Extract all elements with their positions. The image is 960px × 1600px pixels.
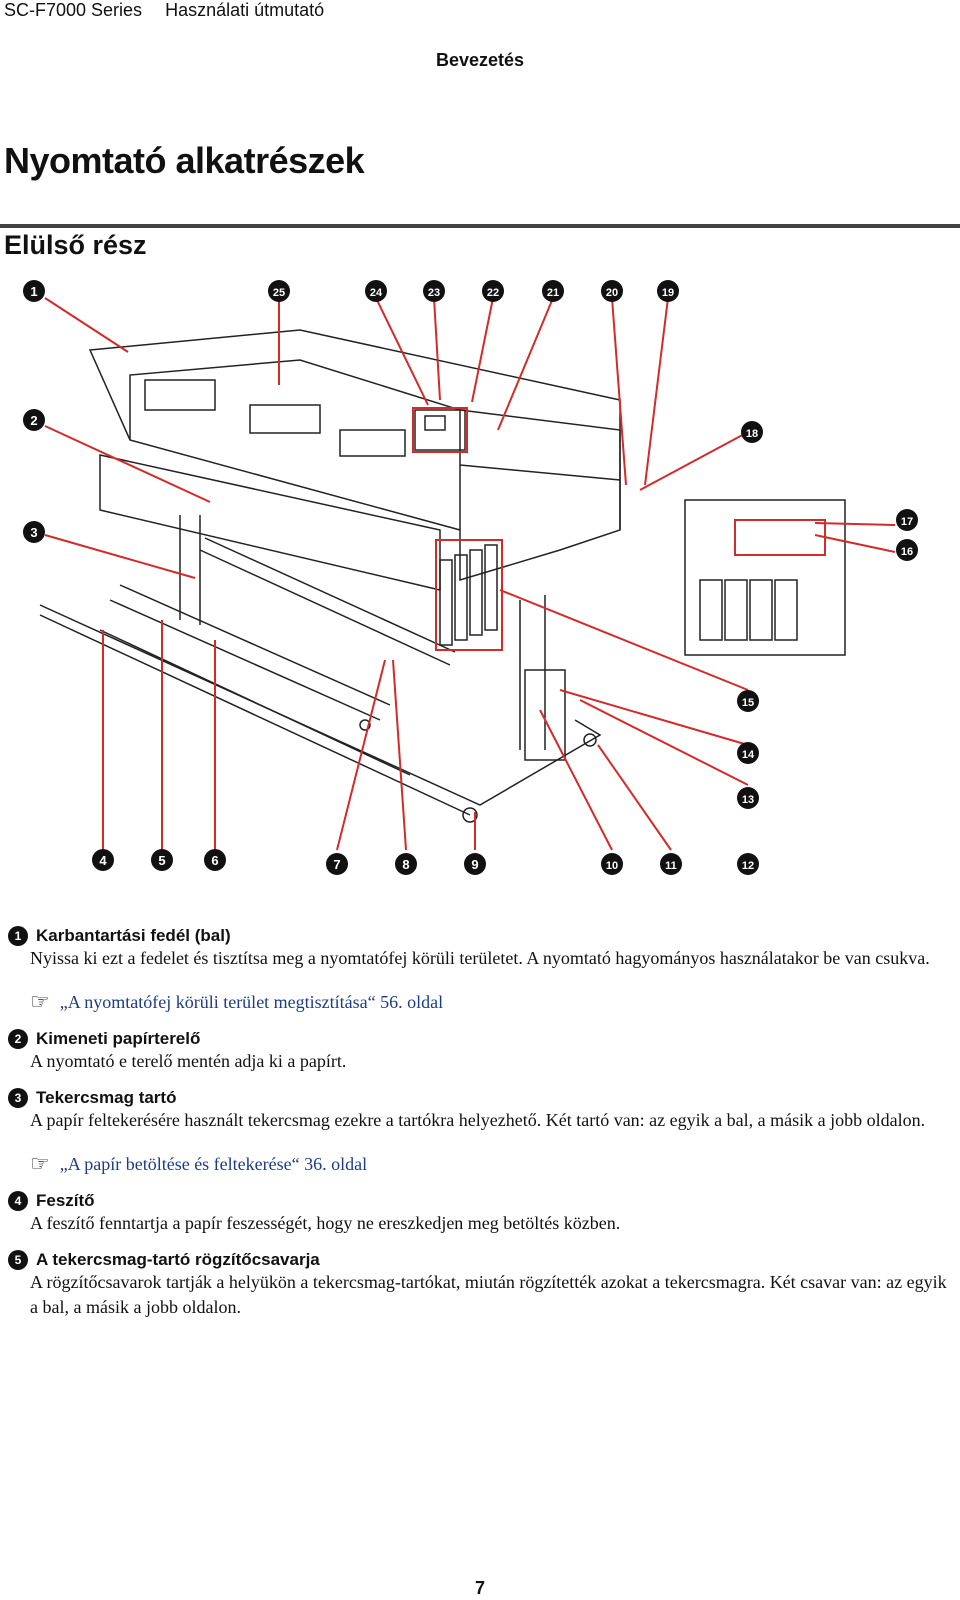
item-title: Kimeneti papírterelő [36, 1029, 201, 1048]
callout-badges: 1 2 3 4 5 6 7 8 9 10 11 12 13 14 15 16 1… [23, 280, 918, 875]
callout-17: 17 [901, 516, 913, 528]
callout-18: 18 [746, 428, 758, 440]
callout-2: 2 [30, 413, 37, 428]
page-title: Nyomtató alkatrészek [4, 140, 365, 181]
callout-21: 21 [547, 287, 559, 299]
pointing-hand-icon: ☞ [30, 989, 50, 1014]
manual-name: Használati útmutató [165, 0, 325, 20]
callout-25: 25 [273, 287, 285, 299]
list-item: 1 Karbantartási fedél (bal) Nyissa ki ez… [0, 926, 950, 1015]
callout-13: 13 [742, 794, 754, 806]
parts-description-list: 1 Karbantartási fedél (bal) Nyissa ki ez… [0, 926, 950, 1334]
callout-14: 14 [742, 749, 755, 761]
item-number-badge: 4 [8, 1191, 28, 1211]
callout-3: 3 [30, 525, 37, 540]
list-item: 5 A tekercsmag-tartó rögzítőcsavarja A r… [0, 1250, 950, 1320]
callout-15: 15 [742, 697, 754, 709]
callout-12: 12 [742, 860, 754, 872]
item-title: Karbantartási fedél (bal) [36, 926, 231, 945]
callout-22: 22 [487, 287, 499, 299]
section-title: Elülső rész [4, 230, 147, 260]
callout-5: 5 [158, 853, 165, 868]
callout-6: 6 [211, 853, 218, 868]
callout-4: 4 [99, 853, 107, 868]
list-item: 4 Feszítő A feszítő fenntartja a papír f… [0, 1191, 950, 1236]
item-number-badge: 1 [8, 926, 28, 946]
running-header: SC-F7000 Series Használati útmutató [4, 0, 324, 21]
cross-reference-link[interactable]: ☞ „A papír betöltése és feltekerése“ 36.… [30, 1151, 950, 1177]
item-body: A rögzítőcsavarok tartják a helyükön a t… [30, 1272, 947, 1317]
callout-16: 16 [901, 546, 913, 558]
callout-7: 7 [333, 857, 340, 872]
item-body: A nyomtató e terelő mentén adja ki a pap… [30, 1051, 347, 1071]
series-name: SC-F7000 Series [4, 0, 143, 20]
list-item: 3 Tekercsmag tartó A papír feltekerésére… [0, 1088, 950, 1177]
callout-11: 11 [665, 860, 677, 872]
pointing-hand-icon: ☞ [30, 1151, 50, 1176]
callout-8: 8 [402, 857, 409, 872]
callout-19: 19 [662, 287, 674, 299]
item-body: A feszítő fenntartja a papír feszességét… [30, 1213, 621, 1233]
page-number: 7 [474, 1578, 485, 1598]
item-number-badge: 2 [8, 1029, 28, 1049]
item-title: A tekercsmag-tartó rögzítőcsavarja [36, 1250, 320, 1269]
cross-reference-link[interactable]: ☞ „A nyomtatófej körüli terület megtiszt… [30, 989, 950, 1015]
callout-20: 20 [606, 287, 618, 299]
item-body: A papír feltekerésére használt tekercsma… [30, 1110, 926, 1130]
callout-24: 24 [370, 287, 383, 299]
item-title: Feszítő [36, 1191, 95, 1210]
callout-10: 10 [606, 860, 618, 872]
item-number-badge: 5 [8, 1250, 28, 1270]
item-title: Tekercsmag tartó [36, 1088, 177, 1107]
cross-reference-text[interactable]: „A papír betöltése és feltekerése“ 36. o… [59, 1153, 368, 1174]
callout-9: 9 [471, 857, 478, 872]
cross-reference-text[interactable]: „A nyomtatófej körüli terület megtisztít… [59, 991, 444, 1012]
list-item: 2 Kimeneti papírterelő A nyomtató e tere… [0, 1029, 950, 1074]
chapter-title: Bevezetés [435, 50, 525, 70]
item-body: Nyissa ki ezt a fedelet és tisztítsa meg… [30, 948, 930, 968]
printer-diagram: 1 2 3 4 5 6 7 8 9 10 11 12 13 14 15 16 1… [23, 280, 918, 875]
callout-1: 1 [30, 284, 37, 299]
item-number-badge: 3 [8, 1088, 28, 1108]
callout-23: 23 [428, 287, 440, 299]
title-rule [0, 224, 960, 228]
